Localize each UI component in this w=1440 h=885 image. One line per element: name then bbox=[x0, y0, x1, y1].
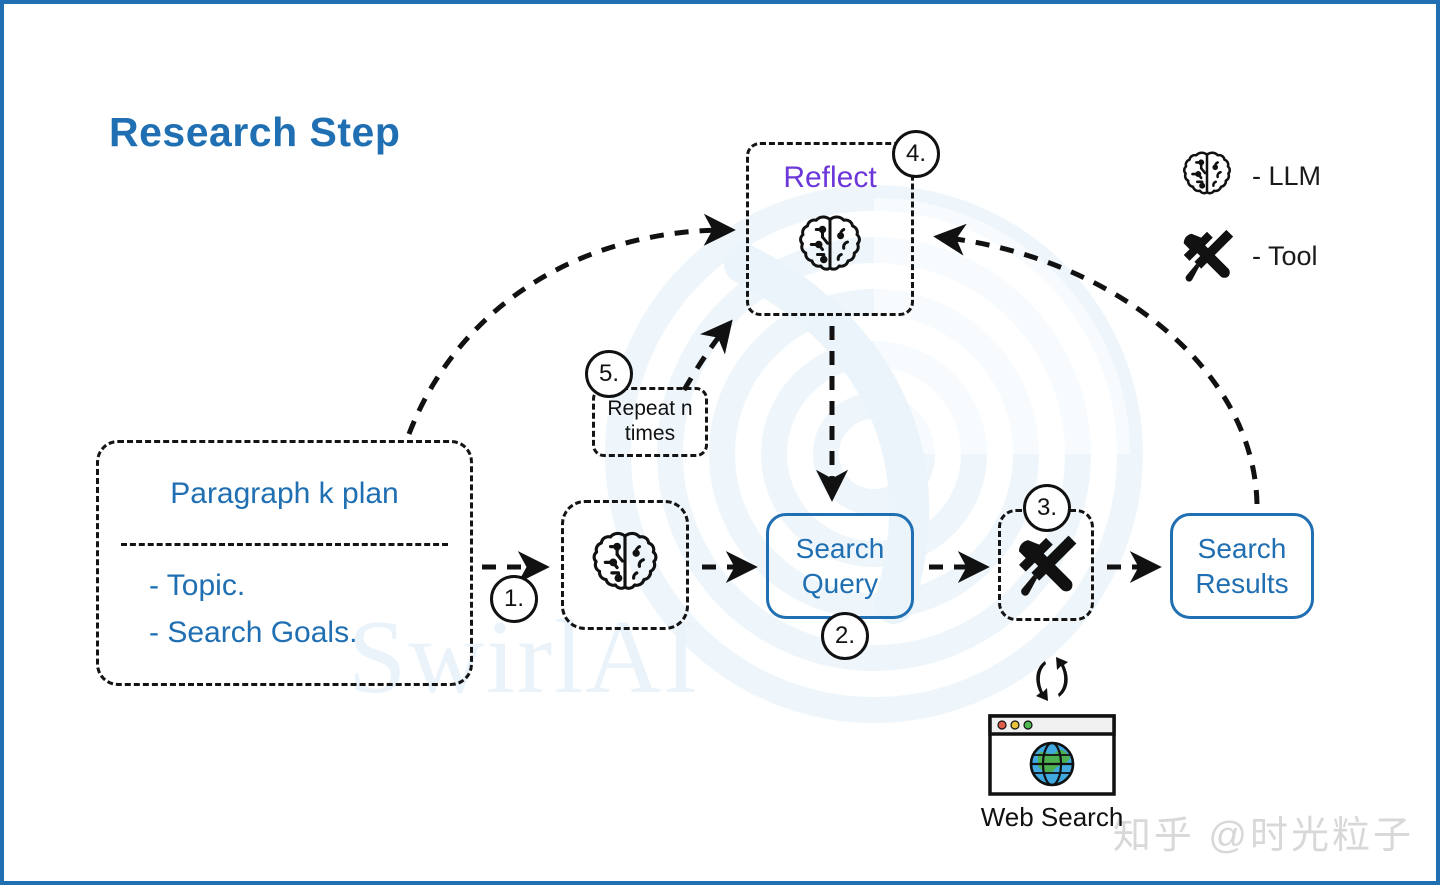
brain-icon bbox=[592, 531, 658, 590]
brain-icon bbox=[1182, 151, 1232, 195]
tool-icon bbox=[1183, 229, 1234, 282]
paragraph-plan-item: - Topic. bbox=[149, 569, 246, 602]
legend-label-tool: - Tool bbox=[1252, 240, 1318, 271]
repeat-line1: Repeat n bbox=[607, 397, 693, 421]
page-title: Research Step bbox=[109, 109, 401, 155]
paragraph-plan-title: Paragraph k plan bbox=[170, 477, 399, 510]
llm-node-box bbox=[561, 500, 689, 630]
search-results-box: Search Results bbox=[1170, 513, 1314, 619]
reflect-label: Reflect bbox=[783, 161, 877, 194]
bidirectional-arrows-icon bbox=[1036, 657, 1068, 701]
arrow-repeat-to-reflect bbox=[681, 319, 733, 392]
paragraph-plan-divider bbox=[121, 543, 448, 546]
step-badge-5: 5. bbox=[585, 350, 633, 398]
paragraph-plan-items: - Topic. - Search Goals. bbox=[149, 563, 357, 656]
search-results-line2: Results bbox=[1195, 568, 1289, 599]
search-query-label: Search Query bbox=[796, 531, 885, 601]
step-badge-4: 4. bbox=[892, 130, 940, 178]
repeat-label: Repeat n times bbox=[607, 397, 692, 447]
search-query-line1: Search bbox=[795, 533, 885, 564]
repeat-line2: times bbox=[624, 422, 676, 445]
search-query-line2: Query bbox=[801, 568, 879, 599]
step-badge-2: 2. bbox=[821, 612, 869, 660]
step-badge-1: 1. bbox=[490, 575, 538, 623]
tool-node-box bbox=[998, 509, 1094, 621]
search-results-line1: Search bbox=[1197, 533, 1287, 564]
zhihu-watermark: 知乎 @时光粒子 bbox=[1112, 815, 1414, 857]
legend: - LLM - Tool bbox=[1176, 136, 1416, 296]
legend-item-tool: - Tool bbox=[1176, 216, 1416, 296]
web-search-group: Web Search bbox=[967, 652, 1137, 833]
legend-item-llm: - LLM bbox=[1176, 136, 1416, 216]
paragraph-plan-item: - Search Goals. bbox=[149, 615, 358, 649]
brain-icon bbox=[799, 215, 861, 271]
browser-globe-icon bbox=[988, 714, 1116, 796]
repeat-node-box: Repeat n times bbox=[592, 387, 708, 457]
search-results-label: Search Results bbox=[1195, 531, 1288, 601]
paragraph-plan-box: Paragraph k plan - Topic. - Search Goals… bbox=[96, 440, 473, 686]
reflect-node-box: Reflect bbox=[746, 142, 914, 316]
web-search-label: Web Search bbox=[980, 802, 1124, 832]
step-badge-3: 3. bbox=[1023, 484, 1071, 532]
search-query-box: Search Query bbox=[766, 513, 914, 619]
legend-label-llm: - LLM bbox=[1252, 160, 1322, 191]
tool-icon bbox=[1019, 535, 1077, 596]
